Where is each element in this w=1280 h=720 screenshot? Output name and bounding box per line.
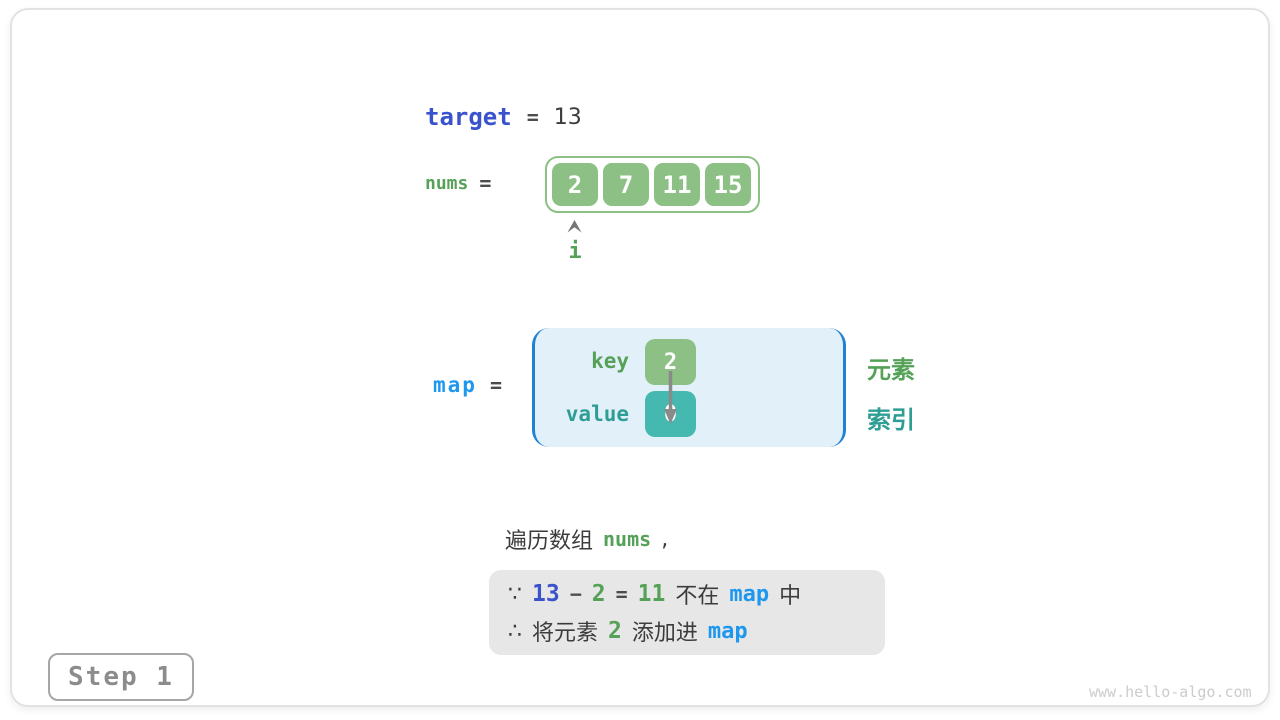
minus-sign: − xyxy=(569,582,582,606)
caption-line: 遍历数组 nums , xyxy=(505,523,668,555)
watermark: www.hello-algo.com xyxy=(1089,683,1252,701)
add-verb-text: 添加进 xyxy=(631,621,698,646)
reason-box: ∵ 13 − 2 = 11 不在 map 中 ∴ 将元素 2 添加进 map xyxy=(489,570,885,655)
target-value: 13 xyxy=(553,104,582,130)
because-symbol: ∵ xyxy=(508,581,522,607)
nums-equals-sign: = xyxy=(479,171,492,195)
nums-array-cell: 7 xyxy=(603,163,649,206)
target-row: target = 13 xyxy=(425,103,582,131)
reason-line-1: ∵ 13 − 2 = 11 不在 map 中 xyxy=(508,578,801,610)
nums-array: 2 7 11 15 xyxy=(545,156,760,213)
reason-map-code-2: map xyxy=(707,618,748,644)
nums-array-cell: 2 xyxy=(552,163,598,206)
key-to-value-arrow-icon xyxy=(664,371,677,424)
index-side-label: 索引 xyxy=(867,406,915,434)
target-equals-sign: = xyxy=(526,105,539,129)
map-key-label: key xyxy=(591,349,629,373)
reason-element-value: 2 xyxy=(591,581,606,607)
reason-added-element: 2 xyxy=(608,618,622,644)
not-in-text: 不在 xyxy=(675,584,720,609)
caption-comma: , xyxy=(661,526,669,552)
step-badge-label: Step 1 xyxy=(68,662,174,692)
reason-difference-value: 11 xyxy=(637,581,666,607)
add-prefix-text: 将元素 xyxy=(532,621,599,646)
index-pointer-label: i xyxy=(568,239,582,264)
map-container: key 2 value 0 xyxy=(532,328,846,447)
caption-prefix: 遍历数组 xyxy=(505,529,594,554)
index-pointer-icon xyxy=(567,220,582,233)
map-value-label: value xyxy=(565,402,629,426)
caption-nums-code: nums xyxy=(603,527,652,551)
reason-line-2: ∴ 将元素 2 添加进 map xyxy=(508,615,748,647)
nums-label: nums xyxy=(425,172,469,194)
target-label: target xyxy=(425,103,512,131)
map-label: map xyxy=(433,373,477,397)
therefore-symbol: ∴ xyxy=(508,618,522,644)
nums-array-cell: 11 xyxy=(654,163,700,206)
nums-label-row: nums = xyxy=(425,171,491,195)
map-label-row: map = xyxy=(433,373,502,397)
reason-map-code: map xyxy=(729,581,770,607)
reason-target-value: 13 xyxy=(532,581,560,607)
in-suffix-text: 中 xyxy=(779,584,802,609)
step-badge: Step 1 xyxy=(48,653,194,701)
nums-array-cell: 15 xyxy=(705,163,751,206)
reason-equals-sign: = xyxy=(615,582,628,606)
element-side-label: 元素 xyxy=(867,356,915,384)
figure-card: target = 13 nums = 2 7 11 15 i map = key xyxy=(10,8,1270,707)
map-equals-sign: = xyxy=(489,373,502,397)
